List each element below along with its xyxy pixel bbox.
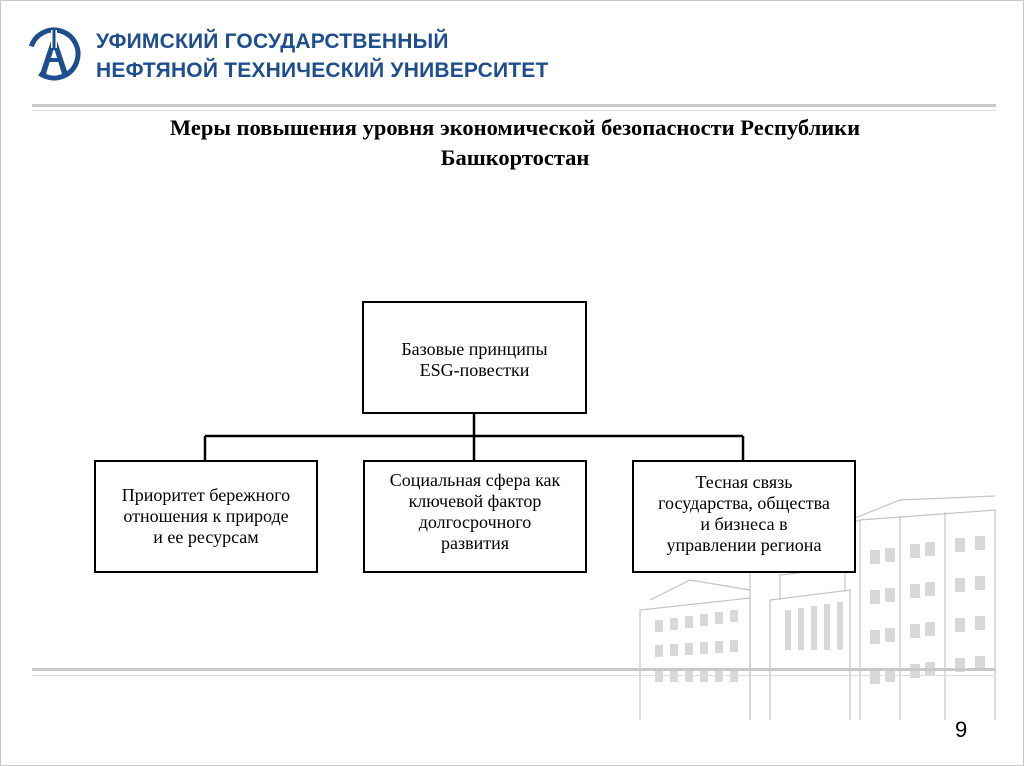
footer-divider-thin xyxy=(32,675,996,676)
university-name-line2: НЕФТЯНОЙ ТЕХНИЧЕСКИЙ УНИВЕРСИТЕТ xyxy=(96,59,549,82)
university-building-watermark xyxy=(639,495,996,720)
page-number: 9 xyxy=(955,717,968,742)
root-node-line2: ESG-повестки xyxy=(419,360,530,380)
slide-title-line2: Башкортостан xyxy=(440,145,590,170)
university-logo-icon xyxy=(27,27,81,81)
diagram-child-node-nature: Приоритет бережного отношения к природе … xyxy=(94,460,318,573)
slide-title: Меры повышения уровня экономической безо… xyxy=(60,113,970,173)
child1-line1: Приоритет бережного xyxy=(121,485,291,505)
child2-line3: долгосрочного xyxy=(418,512,532,532)
child3-line4: управлении региона xyxy=(666,535,822,555)
header-divider xyxy=(32,104,996,107)
diagram-root-node: Базовые принципы ESG-повестки xyxy=(362,301,587,414)
child1-line2: отношения к природе xyxy=(123,506,289,526)
header-divider-thin xyxy=(32,110,996,111)
root-node-line1: Базовые принципы xyxy=(401,339,548,359)
child3-line3: и бизнеса в xyxy=(700,514,788,534)
child1-line3: и ее ресурсам xyxy=(153,527,259,547)
footer-divider xyxy=(32,668,996,671)
child2-line4: развития xyxy=(440,533,509,553)
university-name-line1: УФИМСКИЙ ГОСУДАРСТВЕННЫЙ xyxy=(96,30,449,53)
child2-line1: Социальная сфера как xyxy=(389,470,561,490)
child3-line1: Тесная связь xyxy=(695,472,793,492)
child3-line2: государства, общества xyxy=(658,493,830,513)
diagram-child-node-governance: Тесная связь государства, общества и биз… xyxy=(632,460,856,573)
slide-title-line1: Меры повышения уровня экономической безо… xyxy=(169,115,861,140)
child2-line2: ключевой фактор xyxy=(408,491,542,511)
diagram-child-node-social: Социальная сфера как ключевой фактор дол… xyxy=(363,460,587,573)
